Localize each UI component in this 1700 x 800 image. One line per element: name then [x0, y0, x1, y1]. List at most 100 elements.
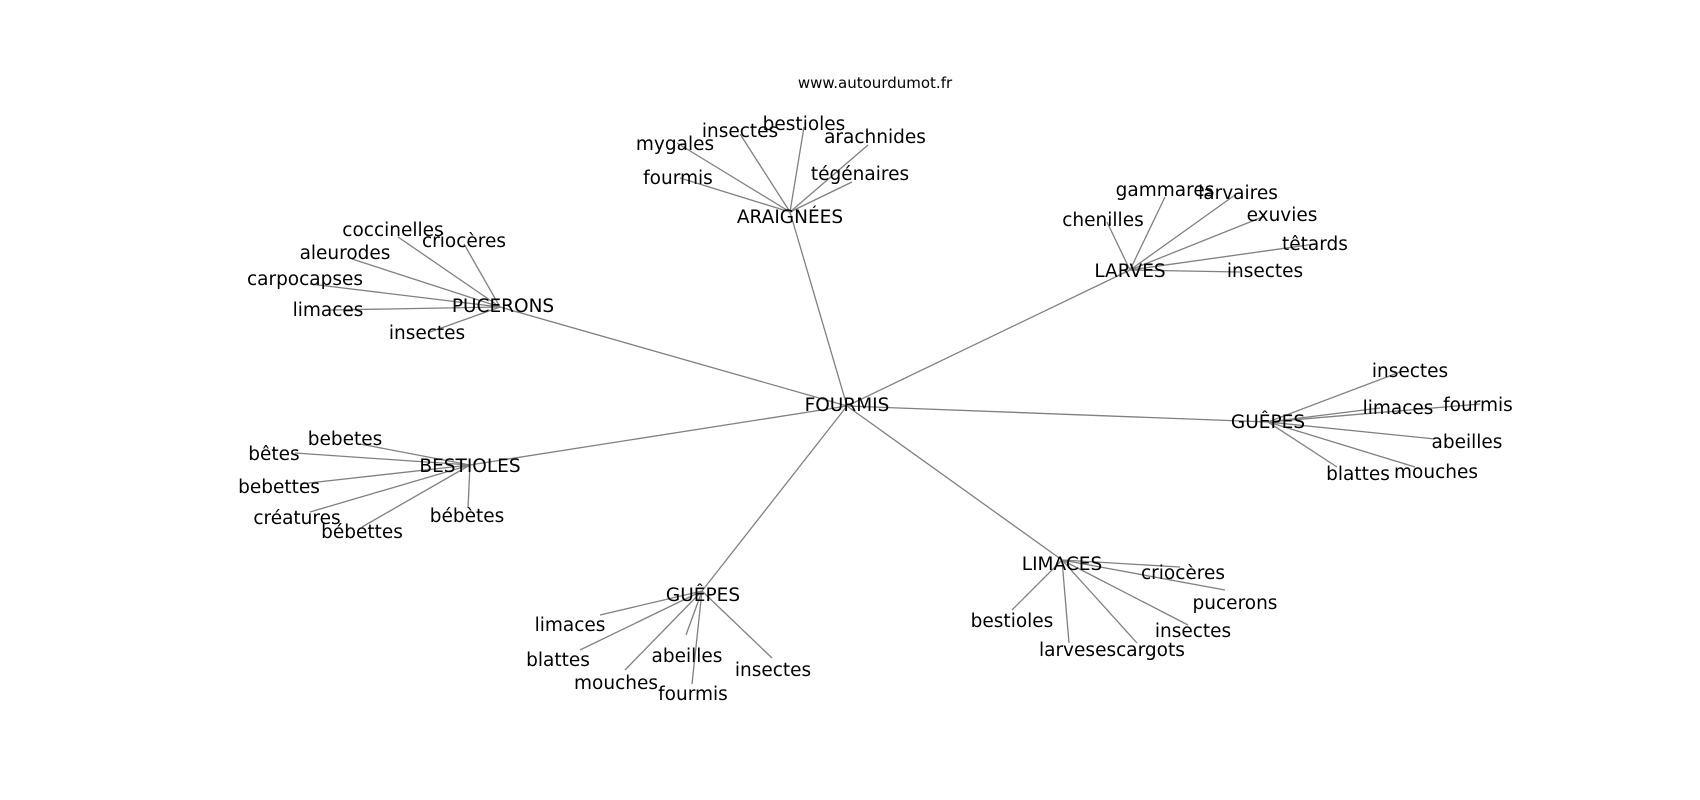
leaf-node: pucerons	[1193, 593, 1278, 614]
leaf-edge	[1267, 421, 1416, 468]
hub-edge	[701, 405, 848, 592]
leaf-edge	[467, 464, 471, 509]
leaf-edge	[1061, 559, 1226, 591]
leaf-node: tégénaires	[811, 164, 909, 185]
leaf-node: bebettes	[238, 477, 320, 498]
leaf-edge	[1267, 421, 1338, 468]
leaf-edge	[463, 243, 501, 308]
site-watermark: www.autourdumot.fr	[798, 74, 953, 92]
leaf-edge	[309, 283, 501, 308]
hub-node: PUCERONS	[452, 296, 554, 317]
leaf-node: coccinelles	[342, 220, 443, 241]
leaf-edge	[1061, 559, 1181, 568]
leaf-node: mygales	[636, 134, 714, 155]
leaf-edge	[1267, 421, 1436, 440]
hub-node: GUÊPES	[1231, 411, 1305, 433]
graph-nodes: FOURMISARAIGNÉESmygalesinsectesbestioles…	[238, 114, 1513, 705]
leaf-edge	[351, 258, 501, 308]
leaf-node: fourmis	[643, 168, 713, 189]
leaf-node: blattes	[526, 650, 590, 671]
leaf-node: limaces	[293, 300, 364, 321]
leaf-edge	[1267, 403, 1481, 423]
hub-edge	[499, 306, 848, 407]
leaf-edge	[1267, 371, 1401, 423]
leaf-edge	[1129, 196, 1166, 271]
leaf-node: bébètes	[430, 506, 505, 527]
leaf-node: bestioles	[763, 114, 846, 135]
leaf-node: têtards	[1282, 234, 1348, 255]
leaf-node: limaces	[1363, 398, 1434, 419]
hub-node: LARVES	[1094, 261, 1165, 282]
leaf-node: bêtes	[248, 444, 299, 465]
graph-edges	[294, 126, 1481, 685]
leaf-edge	[1106, 221, 1131, 271]
leaf-node: créatures	[253, 508, 340, 529]
leaf-node: blattes	[1326, 464, 1390, 485]
leaf-node: limaces	[535, 615, 606, 636]
leaf-node: gammares	[1116, 180, 1215, 201]
hub-edge	[846, 269, 1131, 407]
leaf-node: insectes	[702, 121, 778, 142]
leaf-node: bébettes	[321, 522, 403, 543]
leaf-node: bestioles	[971, 611, 1054, 632]
hub-edge	[846, 405, 1063, 561]
leaf-edge	[599, 590, 703, 616]
leaf-edge	[739, 133, 791, 213]
leaf-edge	[691, 590, 703, 685]
leaf-edge	[624, 590, 703, 671]
leaf-node: insectes	[735, 660, 811, 681]
leaf-edge	[1061, 559, 1189, 626]
hub-node: LIMACES	[1022, 554, 1102, 575]
leaf-node: fourmis	[658, 684, 728, 705]
leaf-edge	[309, 464, 471, 513]
leaf-node: mouches	[1394, 462, 1478, 483]
leaf-node: criocères	[422, 231, 506, 252]
leaf-edge	[1011, 559, 1063, 611]
leaf-edge	[789, 126, 805, 213]
hub-edge	[789, 211, 848, 407]
leaf-edge	[789, 181, 853, 213]
leaf-node: bebetes	[308, 429, 383, 450]
leaf-node: fourmis	[1443, 395, 1513, 416]
leaf-edge	[294, 452, 471, 466]
leaf-edge	[1129, 269, 1241, 273]
leaf-edge	[1267, 407, 1381, 423]
hub-node: BESTIOLES	[419, 456, 520, 477]
leaf-node: mouches	[574, 673, 658, 694]
leaf-node: exuvies	[1247, 205, 1318, 226]
leaf-node: abeilles	[652, 646, 723, 667]
leaf-edge	[685, 590, 703, 636]
leaf-edge	[1129, 215, 1266, 271]
leaf-edge	[1129, 194, 1236, 271]
leaf-edge	[1061, 559, 1070, 644]
leaf-node: abeilles	[1432, 432, 1503, 453]
hub-node: GUÊPES	[666, 584, 740, 606]
leaf-edge	[299, 464, 471, 485]
leaf-edge	[397, 236, 501, 308]
leaf-edge	[789, 144, 869, 213]
leaf-node: insectes	[1372, 361, 1448, 382]
leaf-edge	[679, 177, 791, 213]
leaf-edge	[676, 142, 791, 213]
leaf-edge	[359, 443, 471, 466]
leaf-edge	[579, 590, 703, 651]
leaf-node: insectes	[389, 323, 465, 344]
leaf-node: larvaires	[1198, 183, 1278, 204]
leaf-node: insectes	[1155, 621, 1231, 642]
leaf-node: criocères	[1141, 563, 1225, 584]
hub-edge	[846, 405, 1269, 423]
leaf-node: aleurodes	[300, 243, 391, 264]
leaf-node: chenilles	[1062, 210, 1143, 231]
center-node: FOURMIS	[805, 395, 890, 416]
leaf-node: arachnides	[824, 127, 926, 148]
leaf-edge	[429, 306, 501, 333]
hub-node: ARAIGNÉES	[737, 206, 843, 228]
leaf-edge	[1129, 243, 1316, 271]
hub-edge	[469, 405, 848, 466]
leaf-edge	[1061, 559, 1138, 644]
leaf-edge	[329, 306, 501, 311]
leaf-node: larves	[1039, 640, 1095, 661]
leaf-node: insectes	[1227, 261, 1303, 282]
leaf-edge	[361, 464, 471, 528]
